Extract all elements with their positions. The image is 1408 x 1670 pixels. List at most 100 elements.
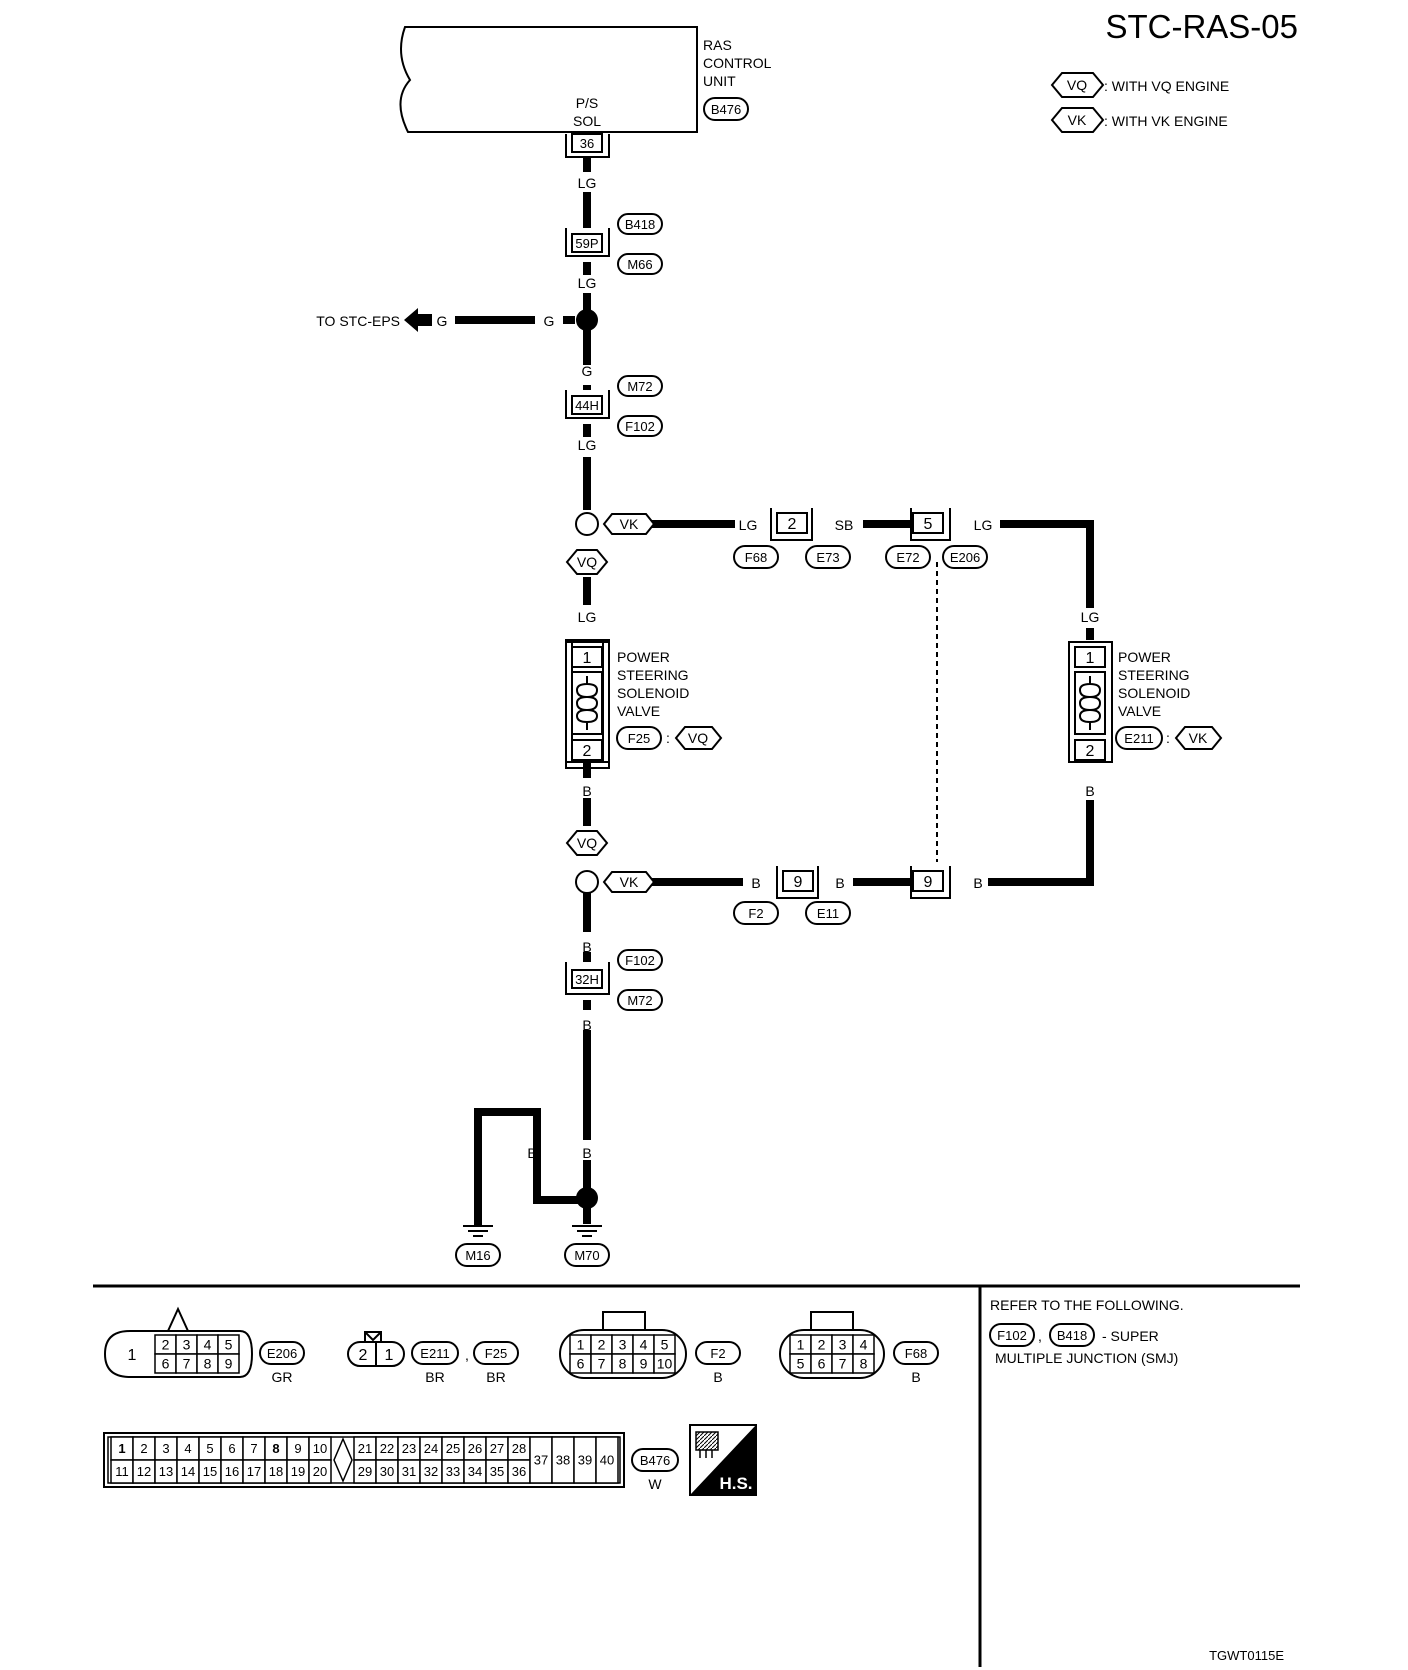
- valve-vk-pin-1: 1: [1086, 650, 1095, 667]
- pin-33: 33: [446, 1464, 460, 1479]
- legend-vq: VQ : WITH VQ ENGINE: [1050, 72, 1229, 98]
- wire-g-right: G: [544, 313, 555, 329]
- pin-13: 13: [159, 1464, 173, 1479]
- pin-1: 1: [118, 1441, 125, 1456]
- splice-dot-ground: [576, 1187, 598, 1209]
- connector-e206-code: E206: [950, 550, 980, 565]
- pin-25: 25: [446, 1441, 460, 1456]
- latch-icon: [167, 1306, 189, 1332]
- wire-g-down: G: [582, 363, 593, 379]
- connector-inline-9-right: 9: [910, 866, 951, 899]
- pin-30: 30: [380, 1464, 394, 1479]
- latch-icon: [364, 1331, 382, 1342]
- pin-34: 34: [468, 1464, 482, 1479]
- wire-b-1: B: [582, 783, 591, 799]
- pin-10: 10: [313, 1441, 327, 1456]
- valve-vq-engine: VQ: [688, 730, 708, 746]
- tag-vq-upper: VQ: [577, 554, 597, 570]
- valve-vk-line4: VALVE: [1118, 703, 1161, 719]
- e211-pin-1: 1: [385, 1347, 394, 1364]
- pin-36-box: [571, 133, 603, 153]
- coil-icon: [1078, 676, 1102, 730]
- valve-vq-pin-2: 2: [583, 743, 592, 760]
- connector-inline-2: 2 F68 E73: [733, 508, 851, 569]
- pin-7: 7: [598, 1356, 606, 1372]
- valve-vq-colon: :: [666, 730, 670, 746]
- control-unit-name-1: RAS: [703, 37, 732, 53]
- open-splice-lower: [575, 870, 599, 894]
- pin-6: 6: [818, 1356, 826, 1372]
- connector-view-e211-f25: 2 1 E211 BR , F25 BR: [347, 1331, 519, 1385]
- ras-control-unit: RAS CONTROL UNIT B476 P/S SOL 36: [399, 26, 772, 158]
- pin-7: 7: [183, 1356, 191, 1372]
- e211-view-color: BR: [425, 1369, 444, 1385]
- e206-code: E206: [267, 1346, 297, 1361]
- harness-connector-icon: [695, 1431, 719, 1451]
- wire-lg-4: LG: [578, 609, 597, 625]
- splice-dot-g: [576, 309, 598, 331]
- refer-note: REFER TO THE FOLLOWING. F102 , B418 - SU…: [989, 1297, 1184, 1366]
- ground-m70: M70: [564, 1225, 610, 1267]
- pin-37: 37: [534, 1453, 548, 1468]
- key-diamond-icon: [333, 1437, 353, 1483]
- refer-text: - SUPER: [1102, 1328, 1159, 1344]
- connector-44h: 44H M72 F102: [565, 375, 663, 437]
- b476-view-code: B476: [640, 1453, 670, 1468]
- f2-view-code: F2: [710, 1346, 725, 1361]
- tag-vk-upper: VK: [620, 516, 639, 532]
- connector-m72-code-2: M72: [627, 993, 652, 1008]
- connector-59p: 59P B418 M66: [565, 213, 663, 275]
- pin-5: 5: [924, 516, 933, 533]
- pin-27: 27: [490, 1441, 504, 1456]
- e211-pin-2: 2: [359, 1347, 368, 1364]
- hs-badge: H.S.: [689, 1424, 757, 1496]
- pin-5: 5: [661, 1337, 669, 1353]
- pin-6: 6: [162, 1356, 170, 1372]
- connector-m66-code: M66: [627, 257, 652, 272]
- pin-44h: 44H: [575, 398, 599, 413]
- pin-3: 3: [839, 1337, 847, 1353]
- pin-4: 4: [640, 1337, 648, 1353]
- valve-vk-line3: SOLENOID: [1118, 685, 1190, 701]
- pin-label-sol: SOL: [573, 113, 601, 129]
- control-unit-name-2: CONTROL: [703, 55, 772, 71]
- pin-39: 39: [578, 1453, 592, 1468]
- pin-2: 2: [818, 1337, 826, 1353]
- pin-4: 4: [860, 1337, 868, 1353]
- valve-vq-line3: SOLENOID: [617, 685, 689, 701]
- connector-f25-code: F25: [628, 731, 650, 746]
- pin-40: 40: [600, 1453, 614, 1468]
- pin-2: 2: [140, 1441, 147, 1456]
- control-unit-box: [399, 26, 698, 133]
- pin-24: 24: [424, 1441, 438, 1456]
- pin-5: 5: [206, 1441, 213, 1456]
- wire-b-lower-right: B: [973, 875, 982, 891]
- wire-b-4: B: [582, 1145, 591, 1161]
- to-stc-eps-label: TO STC-EPS: [316, 313, 400, 329]
- pin-18: 18: [269, 1464, 283, 1479]
- figure-code: TGWT0115E: [1209, 1648, 1284, 1663]
- coil-icon: [575, 676, 599, 730]
- pin-1: 1: [577, 1337, 585, 1353]
- wire-b-5: B: [473, 1145, 482, 1161]
- pin-31: 31: [402, 1464, 416, 1479]
- pin-4: 4: [184, 1441, 191, 1456]
- pin-label-ps: P/S: [576, 95, 599, 111]
- pin-9: 9: [640, 1356, 648, 1372]
- ground-m70-code: M70: [574, 1248, 599, 1263]
- f25-view-color: BR: [486, 1369, 505, 1385]
- pin-3: 3: [619, 1337, 627, 1353]
- connector-inline-9-left: 9 F2 E11: [733, 866, 851, 925]
- valve-vk-engine: VK: [1189, 730, 1208, 746]
- legend-vk-tag: VK: [1068, 112, 1087, 128]
- wire-lg-right: LG: [1081, 609, 1100, 625]
- pin-8: 8: [619, 1356, 627, 1372]
- valve-vq-pin-1: 1: [583, 650, 592, 667]
- pin-14: 14: [181, 1464, 195, 1479]
- wire-sb: SB: [835, 517, 854, 533]
- connector-f102-code: F102: [625, 419, 655, 434]
- wire-lg-2: LG: [578, 275, 597, 291]
- pin-7: 7: [250, 1441, 257, 1456]
